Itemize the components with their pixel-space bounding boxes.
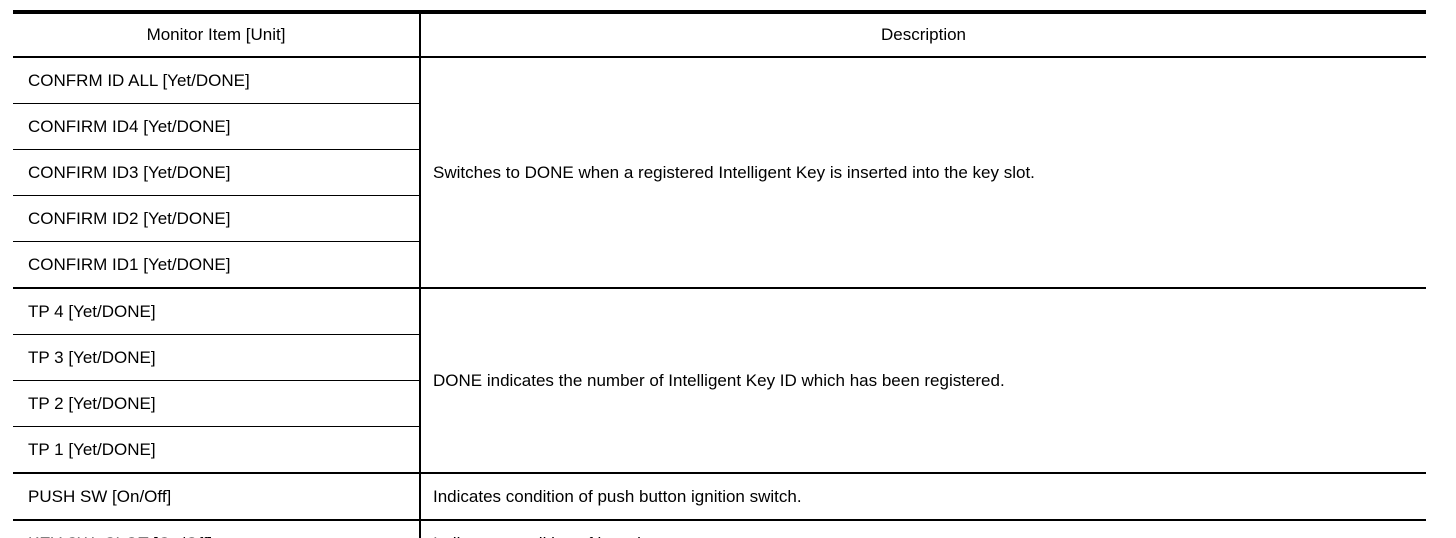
monitor-item-cell: CONFRM ID ALL [Yet/DONE]: [13, 57, 421, 104]
monitor-item-cell: TP 4 [Yet/DONE]: [13, 288, 421, 335]
description-cell: Switches to DONE when a registered Intel…: [420, 57, 1426, 289]
table-row: PUSH SW [On/Off]Indicates condition of p…: [13, 473, 1426, 521]
monitor-item-cell: CONFIRM ID1 [Yet/DONE]: [13, 241, 421, 289]
table-row: CONFIRM ID2 [Yet/DONE]: [13, 195, 1426, 242]
column-header-monitor-item: Monitor Item [Unit]: [13, 12, 421, 58]
table-row: KEY SW -SLOT [On/Off]Indicates condition…: [13, 520, 1426, 538]
table-row: TP 2 [Yet/DONE]: [13, 380, 1426, 427]
monitor-item-cell: TP 3 [Yet/DONE]: [13, 334, 421, 381]
description-cell: Indicates condition of key slot.: [420, 520, 1426, 538]
monitor-item-cell: CONFIRM ID2 [Yet/DONE]: [13, 195, 421, 242]
monitor-item-cell: PUSH SW [On/Off]: [13, 473, 421, 521]
monitor-item-cell: TP 1 [Yet/DONE]: [13, 426, 421, 474]
description-cell: DONE indicates the number of Intelligent…: [420, 288, 1426, 474]
table-row: CONFIRM ID4 [Yet/DONE]: [13, 103, 1426, 150]
monitor-item-cell: TP 2 [Yet/DONE]: [13, 380, 421, 427]
table-row: TP 3 [Yet/DONE]: [13, 334, 1426, 381]
table-body: CONFRM ID ALL [Yet/DONE]Switches to DONE…: [13, 57, 1426, 538]
monitor-item-cell: KEY SW -SLOT [On/Off]: [13, 520, 421, 538]
description-cell: Indicates condition of push button ignit…: [420, 473, 1426, 521]
table-row: CONFIRM ID3 [Yet/DONE]: [13, 149, 1426, 196]
table-row: TP 1 [Yet/DONE]: [13, 426, 1426, 474]
column-header-description: Description: [420, 12, 1426, 58]
monitor-item-table: Monitor Item [Unit] Description CONFRM I…: [13, 10, 1426, 538]
table-header-row: Monitor Item [Unit] Description: [13, 12, 1426, 58]
table-row: TP 4 [Yet/DONE]DONE indicates the number…: [13, 288, 1426, 474]
table-row: CONFIRM ID1 [Yet/DONE]: [13, 241, 1426, 289]
table-row: CONFRM ID ALL [Yet/DONE]Switches to DONE…: [13, 57, 1426, 289]
monitor-item-cell: CONFIRM ID3 [Yet/DONE]: [13, 149, 421, 196]
monitor-item-cell: CONFIRM ID4 [Yet/DONE]: [13, 103, 421, 150]
